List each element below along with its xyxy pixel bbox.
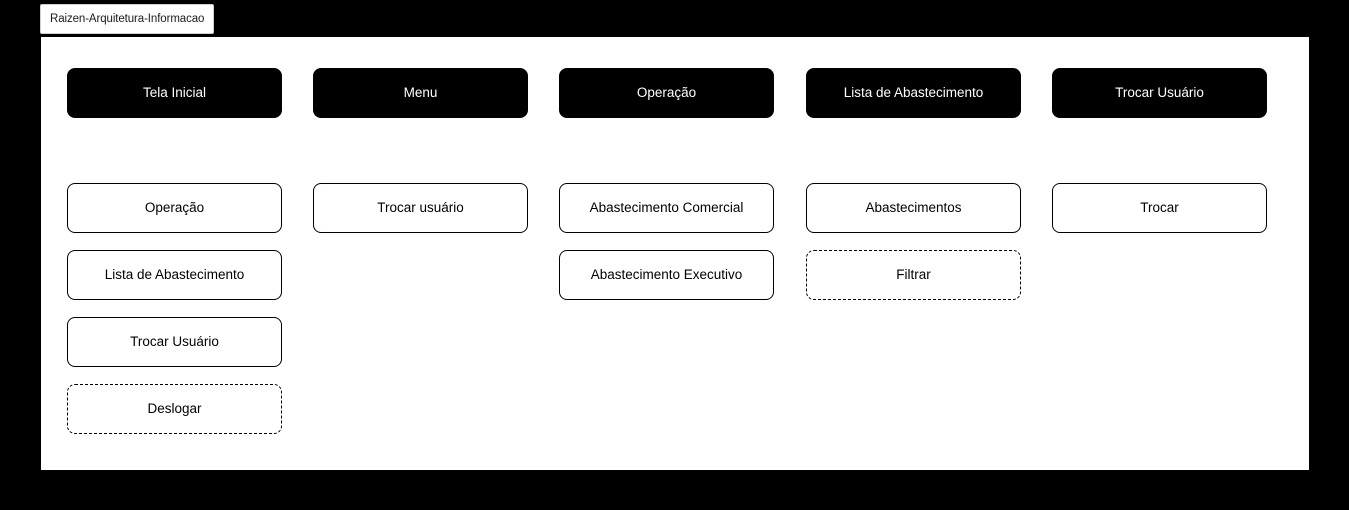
button-abastecimento-executivo[interactable]: Abastecimento Executivo [559,250,774,300]
button-trocar-usuario-menu[interactable]: Trocar usuário [313,183,528,233]
header-button-label: Lista de Abastecimento [843,85,984,101]
button-label: Lista de Abastecimento [104,267,245,283]
button-label: Abastecimento Executivo [590,267,743,283]
button-label: Trocar [1140,200,1179,216]
header-button-operacao[interactable]: Operação [559,68,774,118]
file-tab[interactable]: Raizen-Arquitetura-Informacao [40,4,214,34]
header-button-tela-inicial[interactable]: Tela Inicial [67,68,282,118]
header-button-label: Tela Inicial [142,85,207,101]
button-trocar-usuario[interactable]: Trocar Usuário [67,317,282,367]
header-button-trocar-usuario[interactable]: Trocar Usuário [1052,68,1267,118]
header-button-label: Trocar Usuário [1115,85,1204,101]
header-button-label: Menu [403,85,438,101]
button-filtrar[interactable]: Filtrar [806,250,1021,300]
button-label: Abastecimentos [865,200,962,216]
button-trocar[interactable]: Trocar [1052,183,1267,233]
button-lista-de-abastecimento[interactable]: Lista de Abastecimento [67,250,282,300]
header-button-menu[interactable]: Menu [313,68,528,118]
button-abastecimentos[interactable]: Abastecimentos [806,183,1021,233]
button-label: Operação [144,200,205,216]
button-abastecimento-comercial[interactable]: Abastecimento Comercial [559,183,774,233]
button-label: Filtrar [896,267,931,283]
button-deslogar[interactable]: Deslogar [67,384,282,434]
button-label: Deslogar [147,401,202,417]
button-label: Trocar usuário [377,200,464,216]
button-label: Trocar Usuário [130,334,219,350]
button-label: Abastecimento Comercial [589,200,744,216]
diagram-canvas[interactable]: Tela Inicial Operação Lista de Abastecim… [41,37,1309,470]
header-button-lista-de-abastecimento[interactable]: Lista de Abastecimento [806,68,1021,118]
button-operacao[interactable]: Operação [67,183,282,233]
file-tab-label: Raizen-Arquitetura-Informacao [50,13,205,25]
header-button-label: Operação [636,85,697,101]
